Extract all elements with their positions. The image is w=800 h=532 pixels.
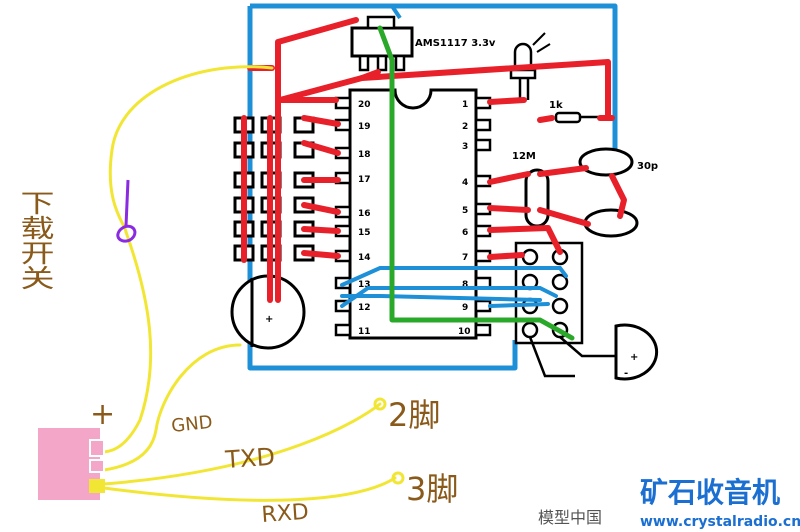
electrolytic-plus: + <box>630 352 638 363</box>
mcu-chip: 20 19 18 17 16 15 14 13 12 11 1 2 3 4 5 … <box>334 88 492 340</box>
pin3-label: 3脚 <box>406 470 458 508</box>
gnd-label: GND <box>170 412 213 437</box>
chip-pin-15: 15 <box>358 228 371 238</box>
led <box>509 32 551 100</box>
blue-signal-wires <box>340 266 568 308</box>
download-switch <box>116 179 137 243</box>
voltage-regulator: AMS1117 3.3v <box>350 15 496 72</box>
chip-pin-6: 6 <box>462 228 468 238</box>
chip-pin-7: 7 <box>462 253 468 263</box>
chip-pin-14: 14 <box>358 253 371 263</box>
chip-pin-8: 8 <box>462 280 468 290</box>
chip-pin-5: 5 <box>462 206 468 216</box>
switch-label-line1: 下载开关 <box>14 190 54 290</box>
pin2-label: 2脚 <box>388 396 440 434</box>
green-wire <box>377 25 575 341</box>
chip-pin-17: 17 <box>358 175 371 185</box>
usb-yellow-wires <box>100 65 397 502</box>
chip-pin-1: 1 <box>462 100 468 110</box>
regulator-label: AMS1117 3.3v <box>415 38 496 49</box>
chip-pin-19: 19 <box>358 122 371 132</box>
resistor-label: 1k <box>549 100 563 111</box>
electrolytic-capacitor: + - <box>614 323 659 381</box>
chip-pin-4: 4 <box>462 178 468 188</box>
chip-pin-13: 13 <box>358 280 371 290</box>
chip-pin-12: 12 <box>358 303 371 313</box>
watermark-site: 模型中国 <box>538 508 602 527</box>
chip-pin-11: 11 <box>358 327 371 337</box>
usb-plus-label: + <box>90 397 115 432</box>
txd-label: TXD <box>223 443 275 474</box>
power-wires <box>241 17 627 303</box>
chip-pin-10: 10 <box>458 327 471 337</box>
electrolytic-minus: - <box>624 368 628 379</box>
chip-pin-20: 20 <box>358 100 371 110</box>
chip-pin-18: 18 <box>358 150 371 160</box>
bulk-capacitor-plus: + <box>265 314 273 325</box>
crystal-12m: 12M <box>512 151 550 228</box>
chip-pin-2: 2 <box>462 122 468 132</box>
usb-connector <box>38 428 105 500</box>
watermark-url: www.crystalradio.cn <box>640 514 800 530</box>
rxd-label: RXD <box>261 500 310 528</box>
chip-pin-3: 3 <box>462 142 468 152</box>
watermark-logo: 矿石收音机 <box>640 476 780 509</box>
regulator-blue-wire <box>390 4 402 20</box>
capacitor-label: 30p <box>637 161 658 172</box>
crystal-label: 12M <box>512 151 536 162</box>
chip-pin-9: 9 <box>462 303 468 313</box>
chip-pin-16: 16 <box>358 209 371 219</box>
